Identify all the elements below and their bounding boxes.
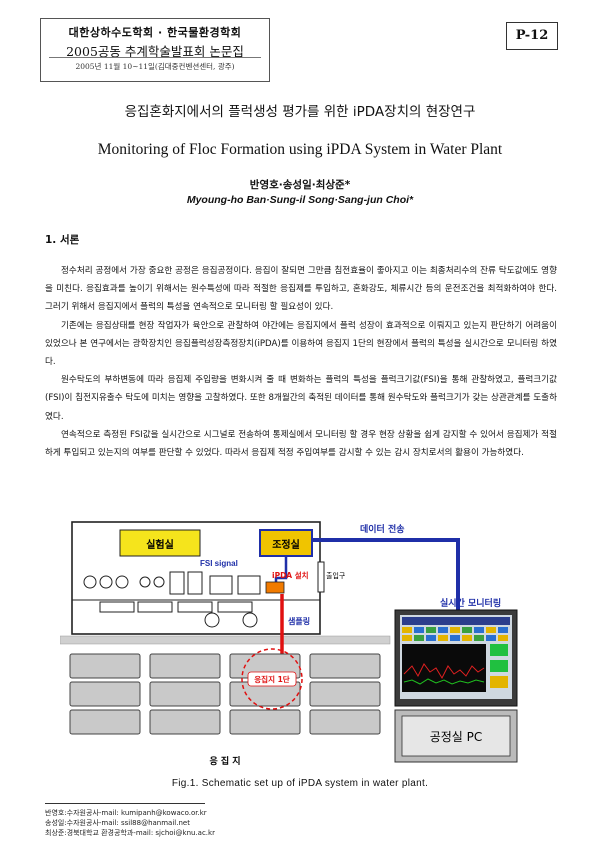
control-room [259, 529, 313, 557]
paragraph: 기존에는 응집상태를 현장 작업자가 육안으로 관찰하여 야간에는 응집지에서 … [45, 320, 557, 368]
figure-caption: Fig.1. Schematic set up of iPDA system i… [171, 778, 429, 789]
footnote: 최상준:경북대학교 환경공학과-mail: sjchoi@knu.ac.kr [45, 829, 215, 837]
control-room-label: 조정실 [272, 538, 300, 551]
title-korean: 응집혼화지에서의 플럭생성 평가를 위한 iPDA장치의 현장연구 [124, 104, 476, 120]
header-divider [49, 57, 261, 58]
paragraph: 원수탁도의 부하변동에 따라 응집제 주입량을 변화시켜 줄 때 변화하는 플럭… [45, 375, 557, 422]
section-heading: 1. 서론 [45, 234, 80, 246]
stage1-highlight [241, 648, 303, 710]
stage1-label: 응집지 1단 [254, 674, 290, 684]
authors-korean: 반영호·송성일·최상준* [249, 179, 351, 191]
realtime-monitoring-label: 실시간 모니터링 [440, 597, 501, 609]
authors-english: Myoung-ho Ban·Sung-il Song·Sang-jun Choi… [186, 194, 414, 206]
introduction-body: 정수처리 공정에서 가장 중요한 공정은 응집공정이다. 응집이 잘되면 그만큼… [45, 262, 557, 462]
monitor-screen-widgets [402, 617, 510, 692]
data-transfer-label: 데이터 전송 [360, 523, 405, 535]
footnote: 반영호:수자원공사-mail: kumipanh@kowaco.or.kr [45, 809, 207, 817]
proceedings-header: 대한상하수도학회 · 한국물환경학회 2005공동 추계학술발표회 논문집 20… [40, 18, 270, 82]
entrance-door [317, 561, 325, 593]
title-english: Monitoring of Floc Formation using iPDA … [97, 141, 503, 158]
lab-equipment [83, 571, 261, 628]
event-name: 2005공동 추계학술발표회 논문집 [66, 44, 244, 59]
pc-label: 공정실 PC [430, 730, 483, 744]
sampling-label: 샘플링 [288, 616, 310, 626]
pc-label-box [401, 715, 511, 757]
lab-label: 실험실 [146, 538, 174, 551]
page-code: P-12 [506, 22, 558, 50]
coagulation-basin-grid [69, 653, 381, 735]
schematic-figure: 실험실 조정실 FSI signal iPDA 설치 출입구 데이터 전송 실시… [60, 521, 518, 767]
pipe-band [60, 635, 391, 645]
building-floor [71, 521, 321, 601]
footnotes: 반영호:수자원공사-mail: kumipanh@kowaco.or.kr 송성… [45, 808, 215, 838]
society-name: 대한상하수도학회 · 한국물환경학회 [68, 26, 242, 39]
footnote-rule [45, 803, 205, 804]
lab-room [119, 529, 201, 557]
ipda-label: iPDA 설치 [272, 570, 309, 580]
ipda-device [265, 581, 285, 594]
fsi-signal-label: FSI signal [200, 559, 238, 568]
stage1-tag [247, 671, 297, 687]
paragraph: 정수처리 공정에서 가장 중요한 공정은 응집공정이다. 응집이 잘되면 그만큼… [45, 266, 557, 313]
footnote: 송성일:수자원공사-mail: ssil88@hanmail.net [45, 819, 190, 827]
paragraph: 연속적으로 측정된 FSI값을 실시간으로 시그널로 전송하여 통제실에서 모니… [45, 429, 557, 459]
entrance-label: 출입구 [326, 571, 346, 580]
event-date-place: 2005년 11월 10~11일(김대중컨벤션센터, 광주) [75, 62, 235, 71]
basin-label: 응 집 지 [209, 755, 240, 767]
